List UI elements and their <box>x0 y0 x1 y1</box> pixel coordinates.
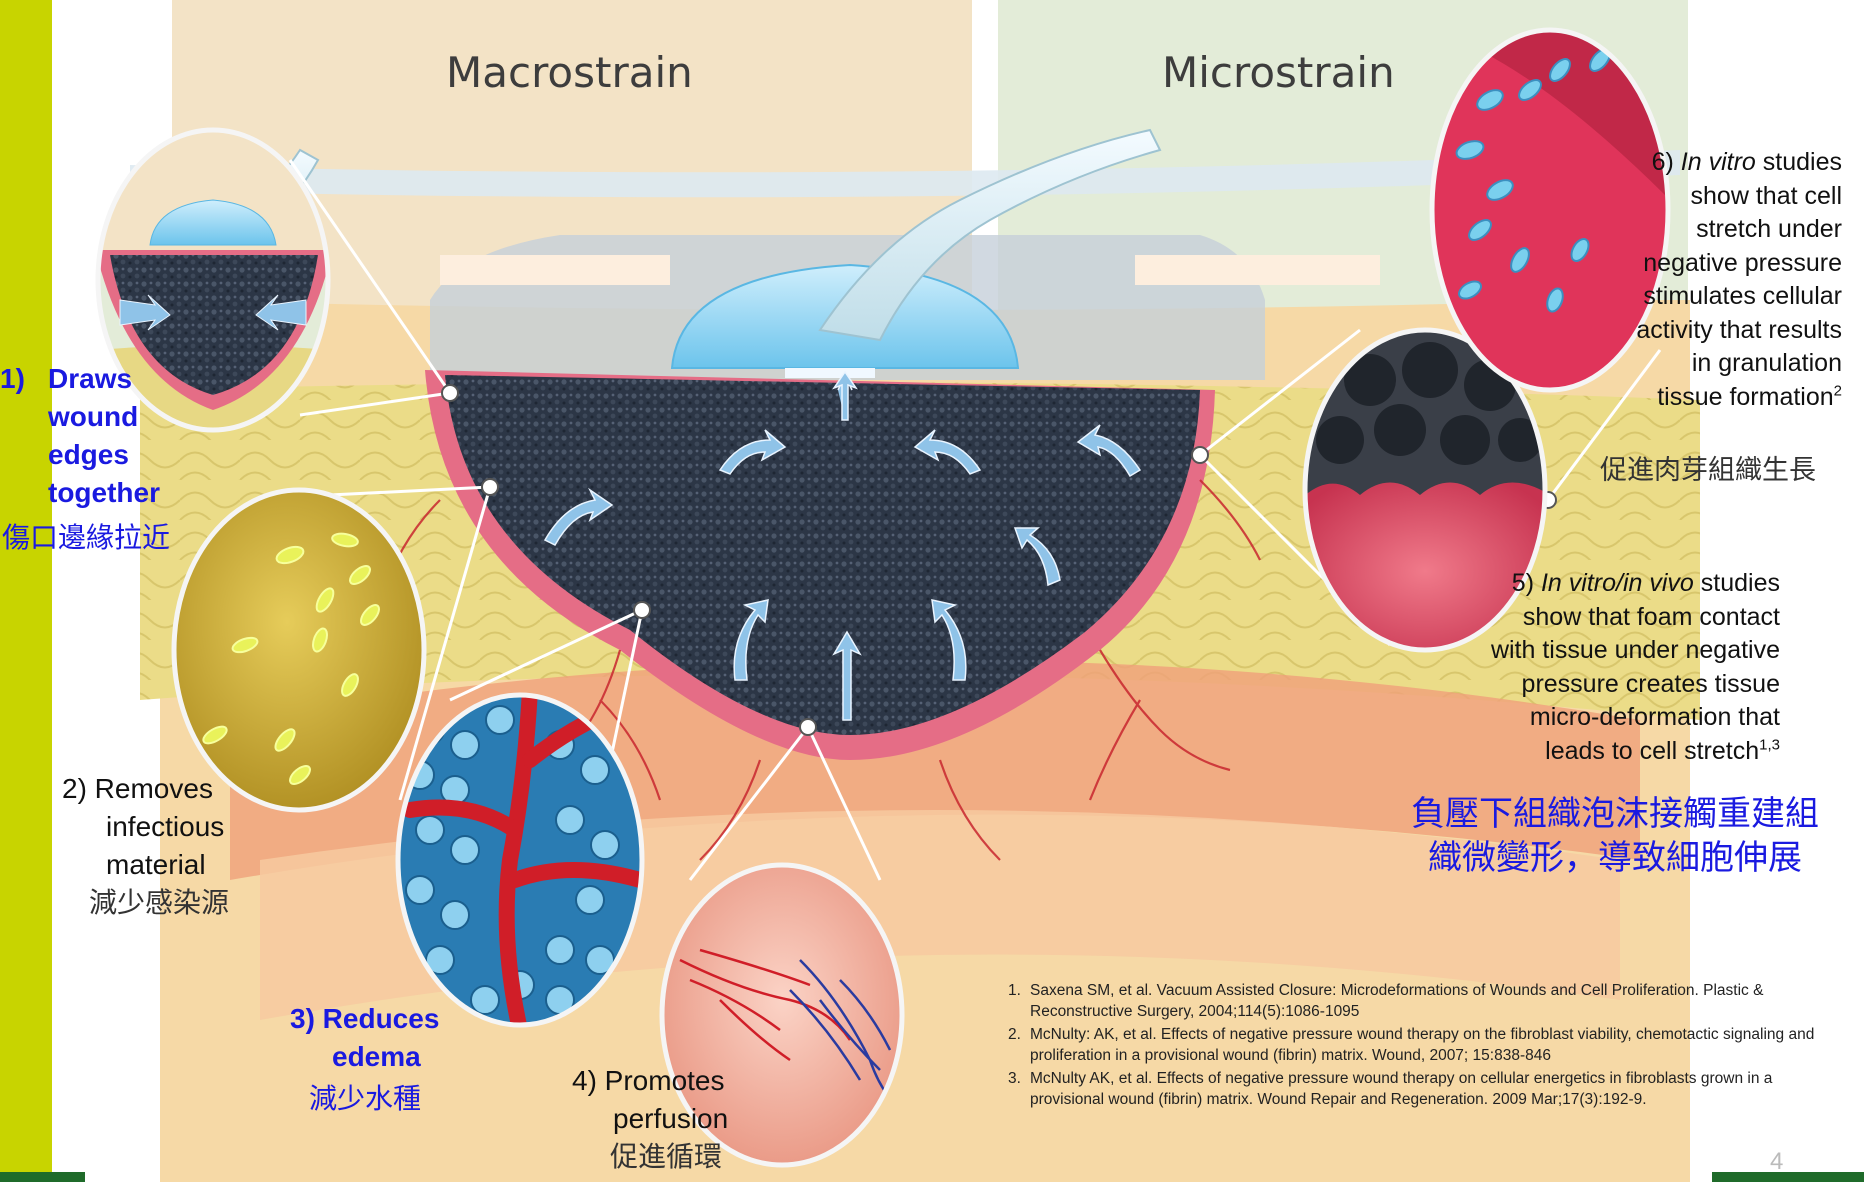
label-studies6-line: in granulation <box>1500 347 1842 381</box>
label-studies5-chinese: 負壓下組織泡沫接觸重建組 織微變形，導致細胞伸展 <box>1380 792 1850 880</box>
label-studies6-line: stretch under <box>1500 213 1842 247</box>
label-draws-line: edges <box>48 436 160 474</box>
label-studies6-rest: studies <box>1756 148 1842 176</box>
label-studies5-line: leads to cell stretch <box>1545 737 1759 765</box>
label-reduces-edema: 3) Reduces edema <box>290 1000 439 1076</box>
label-draws-number: 1) <box>0 360 25 398</box>
label-draws-chinese: 傷口邊緣拉近 <box>2 516 170 556</box>
references-list: 1.Saxena SM, et al. Vacuum Assisted Clos… <box>1008 980 1828 1112</box>
label-studies6-chinese: 促進肉芽組織生長 <box>1600 448 1816 487</box>
reference-item: 3.McNulty AK, et al. Effects of negative… <box>1008 1068 1828 1110</box>
label-studies5-chinese-line: 負壓下組織泡沫接觸重建組 <box>1380 792 1850 836</box>
label-studies5-line: with tissue under negative <box>1400 634 1780 668</box>
label-studies5-rest: studies <box>1694 569 1780 597</box>
label-draws-line: together <box>48 474 160 512</box>
label-studies6-line: stimulates cellular <box>1500 280 1842 314</box>
label-removes-chinese: 減少感染源 <box>62 884 229 922</box>
label-studies5-sup: 1,3 <box>1759 736 1780 753</box>
microstrain-title: Microstrain <box>1162 48 1395 97</box>
label-reduces-line: edema <box>290 1038 439 1076</box>
page-number: 4 <box>1770 1148 1783 1176</box>
label-removes-line: infectious <box>62 808 229 846</box>
label-studies5-line: pressure creates tissue <box>1400 668 1780 702</box>
label-promotes-line: perfusion <box>572 1100 728 1138</box>
label-reduces-chinese: 減少水種 <box>309 1077 421 1117</box>
label-studies5-prefix: 5) <box>1512 569 1541 597</box>
macrostrain-title: Macrostrain <box>446 48 693 97</box>
label-promotes-perfusion: 4) Promotes perfusion 促進循環 <box>572 1062 728 1176</box>
label-studies-6: 6) In vitro studies show that cell stret… <box>1500 146 1842 414</box>
label-promotes-line: 4) Promotes <box>572 1062 728 1100</box>
label-studies6-line: show that cell <box>1500 180 1842 214</box>
label-reduces-line: 3) Reduces <box>290 1000 439 1038</box>
label-studies5-line: micro-deformation that <box>1400 701 1780 735</box>
label-removes-line: material <box>62 846 229 884</box>
label-studies5-chinese-line: 織微變形，導致細胞伸展 <box>1380 836 1850 880</box>
label-studies6-sup: 2 <box>1834 382 1842 399</box>
label-studies-5: 5) In vitro/in vivo studies show that fo… <box>1400 567 1780 768</box>
label-studies5-italic: In vitro/in vivo <box>1541 569 1694 597</box>
label-studies6-line: negative pressure <box>1500 247 1842 281</box>
label-studies6-italic: In vitro <box>1681 148 1756 176</box>
label-studies6-line: tissue formation <box>1657 383 1833 411</box>
label-studies6-line: activity that results <box>1500 314 1842 348</box>
reference-item: 2.McNulty: AK, et al. Effects of negativ… <box>1008 1024 1828 1066</box>
label-removes-infectious: 2) Removes infectious material 減少感染源 <box>62 770 229 922</box>
label-studies6-prefix: 6) <box>1652 148 1681 176</box>
label-draws-line: wound <box>48 398 160 436</box>
reference-item: 1.Saxena SM, et al. Vacuum Assisted Clos… <box>1008 980 1828 1022</box>
label-draws-line: Draws <box>48 360 160 398</box>
label-promotes-chinese: 促進循環 <box>572 1138 728 1176</box>
label-removes-line: 2) Removes <box>62 770 229 808</box>
label-studies5-line: show that foam contact <box>1400 601 1780 635</box>
